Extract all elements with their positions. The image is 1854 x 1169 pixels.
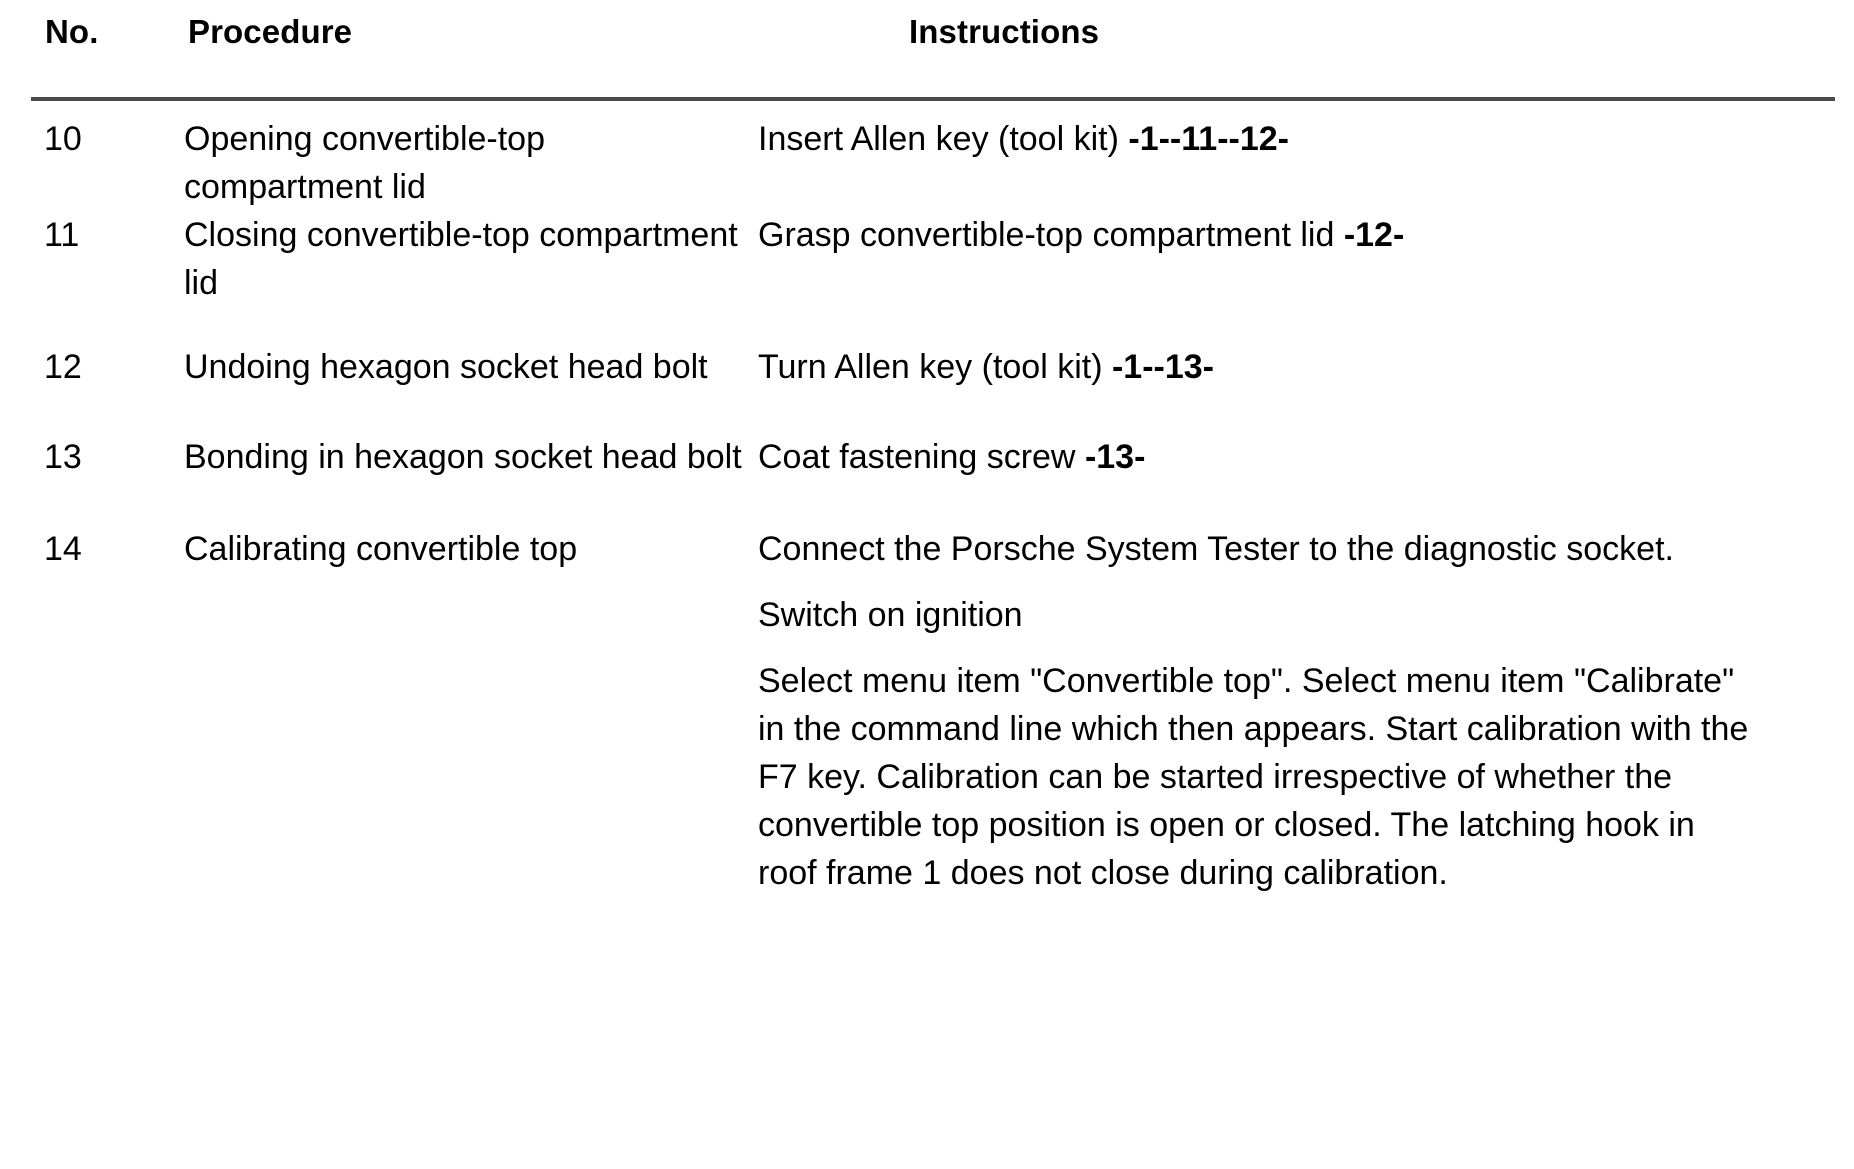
column-header-procedure: Procedure (188, 13, 353, 50)
row-procedure: Closing convertible-top compartment lid (184, 216, 738, 302)
row-procedure: Undoing hexagon socket head bolt (184, 348, 708, 386)
instruction-paragraph: Switch on ignition (758, 596, 1023, 634)
part-reference: -1--11--12- (1128, 120, 1289, 158)
instruction-paragraph: Grasp convertible-top compartment lid -1… (758, 216, 1405, 254)
row-number: 11 (44, 216, 80, 254)
row-number: 12 (44, 348, 82, 386)
instruction-paragraph: Insert Allen key (tool kit) -1--11--12- (758, 120, 1289, 158)
row-instructions: Connect the Porsche System Tester to the… (758, 525, 1758, 897)
column-header-no: No. (45, 13, 99, 50)
instruction-paragraph: Turn Allen key (tool kit) -1--13- (758, 348, 1215, 386)
part-reference: -12- (1343, 216, 1405, 254)
row-number: 13 (44, 438, 82, 476)
row-procedure: Calibrating convertible top (184, 530, 578, 568)
row-instructions: Insert Allen key (tool kit) -1--11--12- (758, 115, 1758, 163)
column-header-instructions: Instructions (909, 13, 1100, 50)
row-procedure: Opening convertible-top compartment lid (184, 120, 546, 206)
row-procedure: Bonding in hexagon socket head bolt (184, 438, 742, 476)
row-instructions: Coat fastening screw -13- (758, 433, 1758, 481)
row-instructions: Grasp convertible-top compartment lid -1… (758, 211, 1758, 259)
part-reference: -1--13- (1111, 348, 1215, 386)
row-number: 14 (44, 530, 82, 568)
part-reference: -13- (1084, 438, 1146, 476)
row-number: 10 (44, 120, 82, 158)
instruction-paragraph: Connect the Porsche System Tester to the… (758, 530, 1674, 568)
instruction-paragraph: Select menu item "Convertible top". Sele… (758, 662, 1749, 892)
table-header: No. Procedure Instructions (0, 12, 1854, 74)
row-instructions: Turn Allen key (tool kit) -1--13- (758, 343, 1758, 391)
instruction-paragraph: Coat fastening screw -13- (758, 438, 1146, 476)
header-divider-rule (31, 97, 1835, 101)
